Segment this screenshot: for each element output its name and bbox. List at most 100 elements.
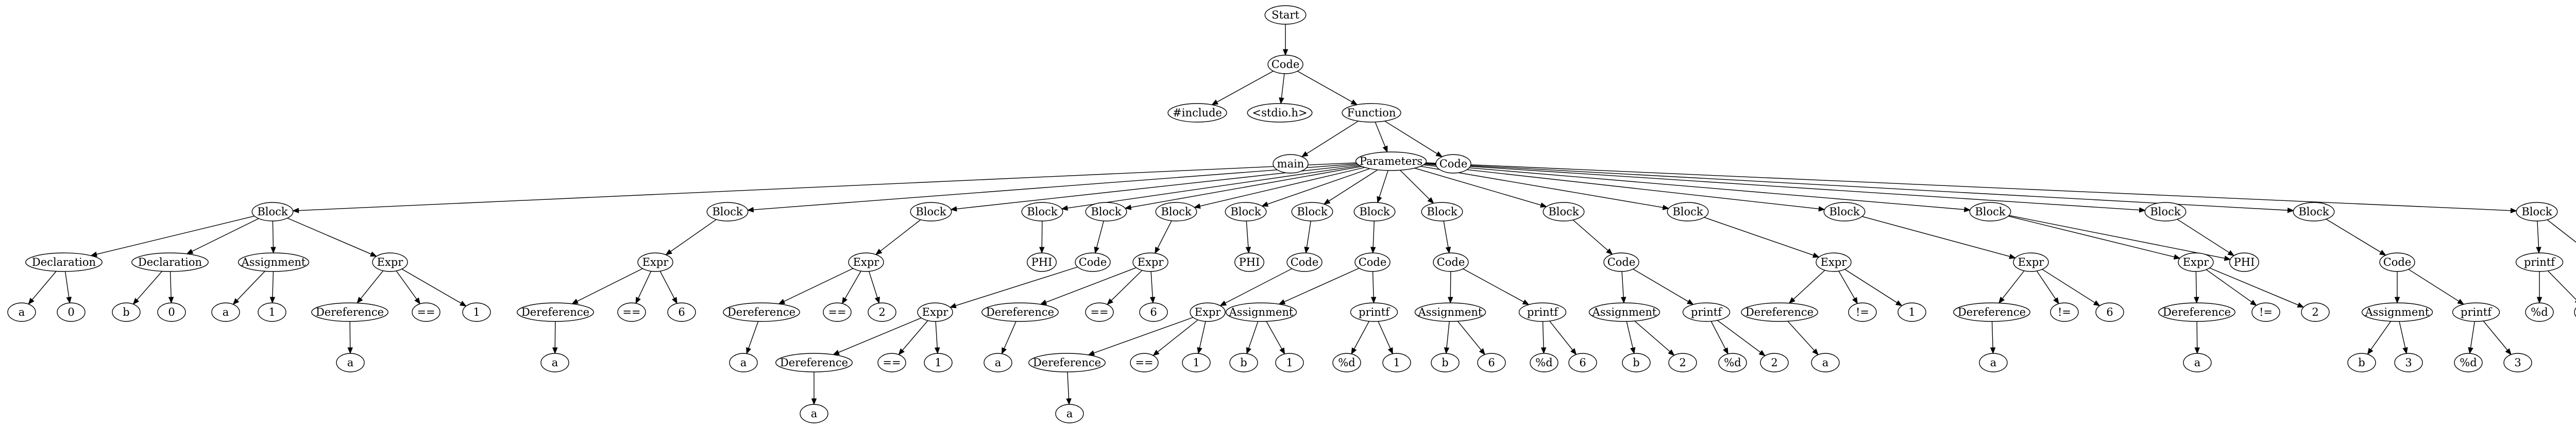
node-label: 1 xyxy=(473,306,480,318)
node-ellipse xyxy=(1291,202,1333,221)
arrowhead-icon xyxy=(635,297,641,304)
node-block: Block xyxy=(2144,202,2187,221)
node-label: 6 xyxy=(1579,356,1586,369)
edge-b9code-to-b9as xyxy=(1278,268,1360,305)
node-label: == xyxy=(1135,356,1153,369)
node-expr: Expr xyxy=(2178,252,2214,272)
node-label: Parameters xyxy=(1360,155,1422,167)
edge-b6exd-to-b6exda xyxy=(1002,321,1016,354)
edge-line xyxy=(1093,317,1194,354)
node-label: b xyxy=(1442,356,1448,369)
edge-n6-to-b4 xyxy=(1061,165,1361,211)
node-a: a xyxy=(984,353,1012,372)
node-dereference: Dereference xyxy=(723,302,800,322)
edge-b11as-to-b11asb xyxy=(1626,321,1636,354)
edge-line xyxy=(2399,321,2406,348)
node-ellipse xyxy=(2251,302,2280,322)
node-a: a xyxy=(540,353,569,372)
node-label: != xyxy=(2058,306,2071,318)
node-label: b xyxy=(2358,356,2365,369)
edge-n6-to-b1 xyxy=(292,162,1357,213)
node-ellipse xyxy=(1132,252,1168,272)
node-a: a xyxy=(211,302,240,322)
arrowhead-icon xyxy=(1435,151,1443,157)
node-ellipse xyxy=(2095,302,2124,322)
node-label: Block xyxy=(1161,206,1192,218)
edge-b11as-to-b11asv xyxy=(1634,320,1675,356)
node-block: Block xyxy=(1085,202,1127,221)
arrowhead-icon xyxy=(2287,207,2294,213)
node-ellipse xyxy=(1433,252,1469,272)
edge-b17pf-to-b17pfv xyxy=(2547,270,2576,303)
edge-b11code-to-b11as xyxy=(1620,271,1626,304)
arrowhead-icon xyxy=(292,208,299,213)
arrowhead-icon xyxy=(1445,246,1451,254)
node-label: Dereference xyxy=(986,306,1054,318)
node-ellipse xyxy=(617,302,646,322)
node-label: a xyxy=(347,356,354,369)
node-ellipse xyxy=(2452,302,2500,322)
edge-line xyxy=(1306,121,1359,154)
edge-line xyxy=(1157,220,1172,249)
node-ellipse xyxy=(800,404,828,423)
edge-line xyxy=(1443,220,1449,248)
node-ellipse xyxy=(1848,302,1877,322)
edge-n6-to-b12 xyxy=(1420,166,1670,210)
edge-line xyxy=(955,266,1078,306)
node-ellipse xyxy=(2574,307,2576,317)
node-ellipse xyxy=(238,252,310,272)
edge-b4-to-b4phi xyxy=(1039,220,1045,254)
arrowhead-icon xyxy=(1124,205,1132,210)
arrowhead-icon xyxy=(2250,299,2257,306)
node-assignment: Assignment xyxy=(238,252,310,272)
node-ellipse xyxy=(2050,302,2079,322)
edge-line xyxy=(1634,320,1670,352)
edge-line xyxy=(2326,218,2381,253)
node-2: 2 xyxy=(2301,302,2330,322)
node-ellipse xyxy=(1130,353,1159,372)
node-ellipse xyxy=(2293,202,2335,221)
edge-b1ex-to-b1exv xyxy=(401,268,467,306)
node-label: Assignment xyxy=(1229,306,1294,318)
node-expr: Expr xyxy=(637,252,673,272)
arrowhead-icon xyxy=(1818,206,1825,212)
edge-b13-to-b13ex xyxy=(1861,216,2016,259)
edge-line xyxy=(1446,321,1450,348)
arrowhead-icon xyxy=(672,297,677,304)
node-label: printf xyxy=(1527,306,1559,318)
node-ellipse xyxy=(1247,103,1313,123)
edge-line xyxy=(1450,271,1451,298)
node-ellipse xyxy=(1085,202,1127,221)
edge-n6-to-b9 xyxy=(1377,170,1388,203)
node-1: 1 xyxy=(1382,353,1411,372)
node-label: Block xyxy=(2521,206,2552,218)
node-ellipse xyxy=(729,353,758,372)
node-6: 6 xyxy=(1477,353,1506,372)
node-ellipse xyxy=(1332,353,1361,372)
node-expr: Expr xyxy=(2013,252,2049,272)
edge-line xyxy=(1297,71,1352,103)
edge-b2ex-to-b2exv xyxy=(659,271,677,304)
node-label: 0 xyxy=(168,306,175,318)
node-4: 4 xyxy=(2574,307,2576,317)
arrowhead-icon xyxy=(1852,297,1858,304)
node-label: 2 xyxy=(878,306,885,318)
node-b: b xyxy=(1431,353,1460,372)
edge-line xyxy=(2470,321,2475,348)
edge-n1-to-n4 xyxy=(1297,71,1358,105)
edge-b16code-to-b16pf xyxy=(2408,269,2465,305)
node-ellipse xyxy=(1155,202,1197,221)
node-op: == xyxy=(823,302,852,322)
edge-line xyxy=(1267,168,1370,205)
node-ellipse xyxy=(1355,151,1427,171)
edge-line xyxy=(577,268,643,302)
arrowhead-icon xyxy=(2379,250,2386,256)
node-label: a xyxy=(740,356,747,369)
arrowhead-icon xyxy=(232,298,240,305)
node-label: Block xyxy=(1230,206,1261,218)
node-ellipse xyxy=(1477,353,1506,372)
node-ellipse xyxy=(1055,404,1084,423)
arrowhead-icon xyxy=(1570,348,1577,355)
node-label: 2 xyxy=(2312,306,2318,318)
node-label: #include xyxy=(1173,107,1222,119)
